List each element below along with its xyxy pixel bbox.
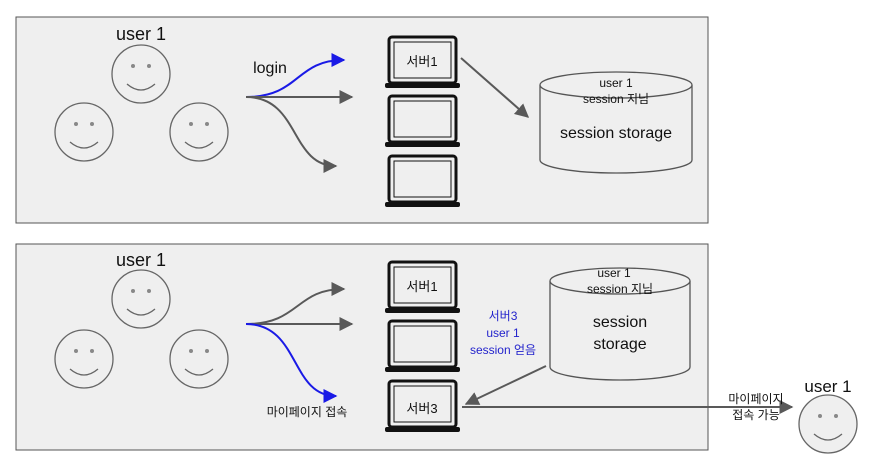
route-arrow: [245, 96, 338, 173]
note-session-obtained: session 얻음: [470, 343, 536, 357]
laptop-icon: [385, 94, 460, 147]
storage-session-label: session 지님: [583, 92, 649, 106]
smiley-face-icon: [169, 329, 229, 389]
user-label: user 1: [116, 24, 166, 44]
login-label: login: [253, 60, 287, 77]
note-user: user 1: [486, 326, 520, 340]
session-storage-cylinder: [549, 267, 691, 381]
user-label: user 1: [116, 250, 166, 270]
smiley-face-icon: [169, 102, 229, 162]
smiley-face-icon: [54, 329, 114, 389]
mypage-available-line2: 접속 가능: [732, 408, 780, 422]
storage-user-label: user 1: [597, 266, 631, 280]
smiley-face-icon: [798, 394, 858, 454]
server1-label: 서버1: [406, 54, 437, 69]
smiley-face-icon: [111, 269, 171, 329]
session-storage-cylinder: [539, 71, 693, 174]
laptop-icon: [385, 379, 460, 432]
storage-title-line2: storage: [593, 336, 646, 353]
mypage-access-label: 마이페이지 접속: [267, 405, 348, 419]
storage-title: session storage: [560, 125, 672, 142]
note-server3: 서버3: [489, 309, 518, 323]
user-label: user 1: [804, 377, 851, 396]
route-arrow: [245, 282, 346, 325]
laptop-icon: [385, 319, 460, 372]
server1-label: 서버1: [406, 279, 437, 294]
storage-title-line1: session: [593, 314, 647, 331]
fetch-session-arrow: [464, 365, 547, 405]
panel-login: user 1 login 서버1: [15, 16, 709, 224]
login-arrow: [245, 53, 346, 98]
mypage-request-arrow: [245, 323, 338, 403]
mypage-available-line1: 마이페이지: [728, 392, 783, 406]
smiley-face-icon: [54, 102, 114, 162]
server3-label: 서버3: [406, 401, 437, 416]
store-session-arrow: [460, 57, 530, 118]
panel-mypage: user 1 마이페이지 접속 서버1: [15, 243, 794, 451]
storage-user-label: user 1: [599, 76, 633, 90]
laptop-icon: [385, 260, 460, 313]
laptop-icon: [385, 154, 460, 207]
storage-session-label: session 지님: [587, 282, 653, 296]
smiley-face-icon: [111, 44, 171, 104]
laptop-icon: [385, 35, 460, 88]
